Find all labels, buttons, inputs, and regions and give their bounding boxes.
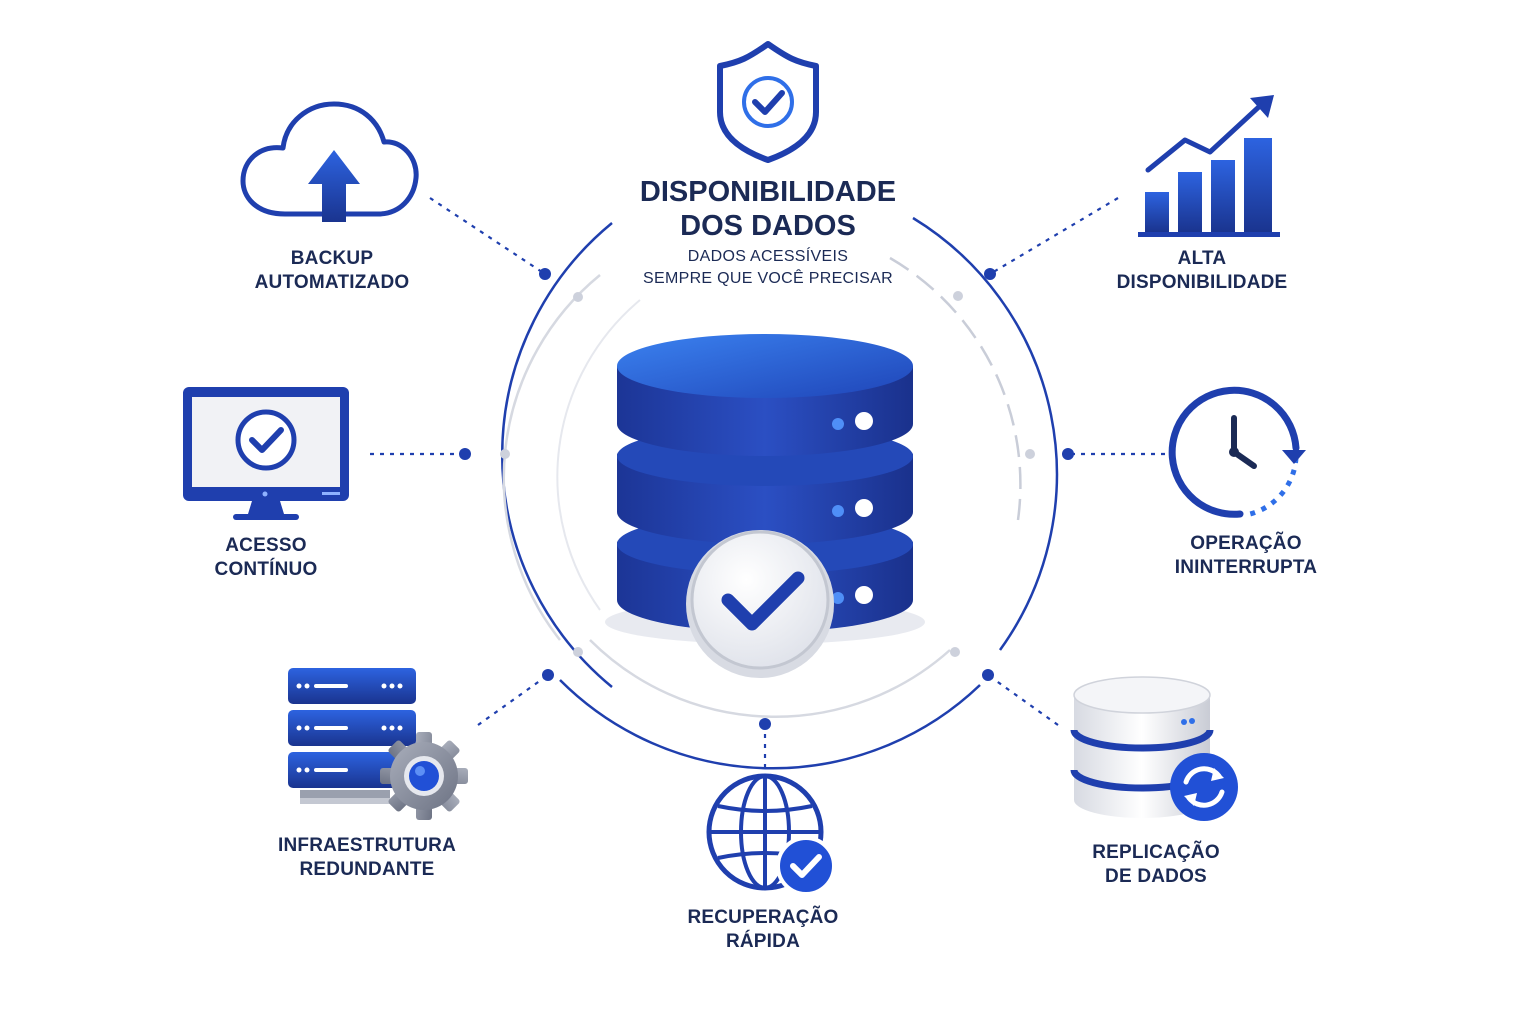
label-replicacao-de-dados: REPLICAÇÃO DE DADOS (1036, 841, 1276, 889)
connector-nodes (459, 268, 1074, 730)
title-line-2: DOS DADOS (680, 210, 856, 242)
connector-lines (370, 197, 1165, 770)
database-check-icon (605, 334, 925, 678)
label-recuperacao-line-2: RÁPIDA (725, 931, 801, 952)
clock-icon (1168, 386, 1306, 518)
label-operacao-line-1: OPERAÇÃO (1190, 533, 1302, 554)
label-infra-line-1: INFRAESTRUTURA (277, 835, 456, 856)
subtitle-line-1: DADOS ACESSÍVEIS (687, 248, 849, 265)
label-recuperacao-line-1: RECUPERAÇÃO (687, 907, 839, 928)
label-recuperacao-rapida: RECUPERAÇÃO RÁPIDA (643, 906, 883, 954)
database-sync-icon (1070, 676, 1238, 821)
label-backup-line-1: BACKUP (290, 248, 374, 269)
label-acesso-line-2: CONTÍNUO (214, 559, 318, 580)
label-alta-line-1: ALTA (1177, 248, 1227, 269)
page-title: DISPONIBILIDADE DOS DADOS (600, 175, 936, 243)
label-replicacao-line-2: DE DADOS (1105, 866, 1207, 887)
label-operacao-line-2: ININTERRUPTA (1174, 557, 1318, 578)
title-line-1: DISPONIBILIDADE (639, 176, 897, 208)
label-acesso-line-1: ACESSO (225, 535, 307, 556)
monitor-check-icon (183, 387, 349, 520)
label-infraestrutura-redundante: INFRAESTRUTURA REDUNDANTE (247, 834, 487, 882)
growth-chart-icon (1138, 95, 1280, 237)
label-alta-disponibilidade: ALTA DISPONIBILIDADE (1082, 247, 1322, 295)
label-acesso-continuo: ACESSO CONTÍNUO (146, 534, 386, 582)
label-backup-line-2: AUTOMATIZADO (254, 272, 410, 293)
cloud-upload-icon (240, 101, 419, 222)
label-replicacao-line-1: REPLICAÇÃO (1092, 842, 1220, 863)
label-backup: BACKUP AUTOMATIZADO (212, 247, 452, 295)
server-gear-icon (288, 668, 468, 820)
shield-check-icon (717, 41, 819, 163)
label-infra-line-2: REDUNDANTE (299, 859, 435, 880)
globe-check-icon (706, 773, 836, 896)
label-operacao-ininterrupta: OPERAÇÃO ININTERRUPTA (1126, 532, 1366, 580)
label-alta-line-2: DISPONIBILIDADE (1116, 272, 1288, 293)
page-subtitle: DADOS ACESSÍVEIS SEMPRE QUE VOCÊ PRECISA… (600, 246, 936, 290)
subtitle-line-2: SEMPRE QUE VOCÊ PRECISAR (643, 270, 893, 287)
